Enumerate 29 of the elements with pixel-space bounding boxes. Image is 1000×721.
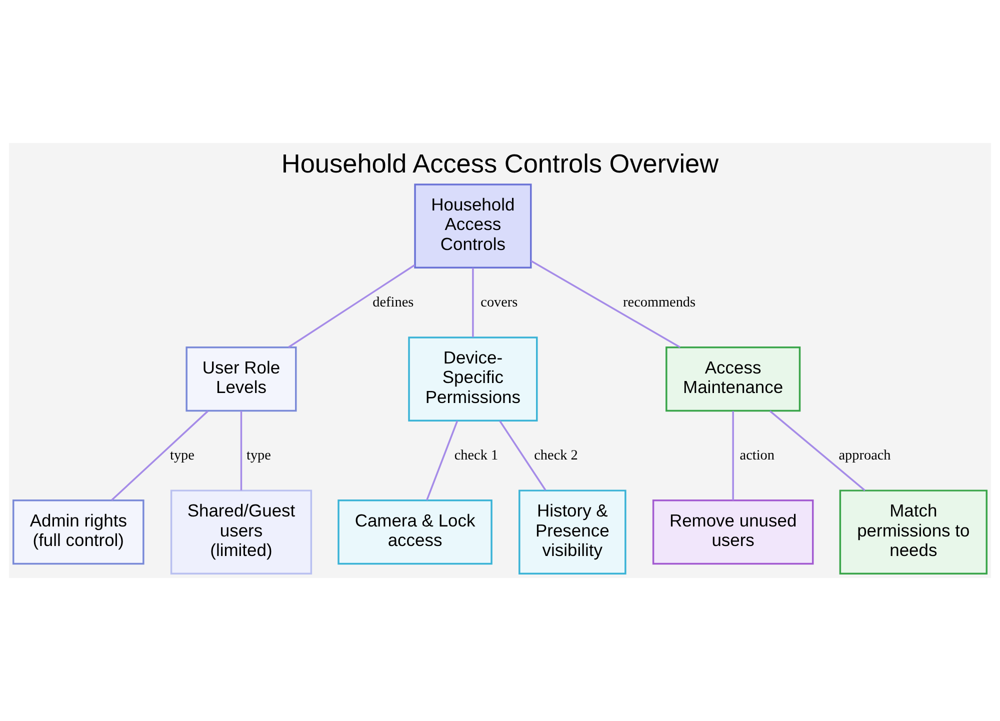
edge-label: check 2 xyxy=(534,447,578,464)
node-box: Access Maintenance xyxy=(666,346,801,412)
connector xyxy=(426,420,458,501)
edge-label: type xyxy=(170,447,194,464)
diagram-title: Household Access Controls Overview xyxy=(281,148,719,179)
node-box: Camera & Lock access xyxy=(338,500,492,565)
node-box: Match permissions to needs xyxy=(839,490,988,574)
connector xyxy=(769,410,866,492)
connector xyxy=(530,260,680,348)
edge-label: approach xyxy=(838,447,891,464)
node-box: Remove unused users xyxy=(652,500,814,565)
edge-label: recommends xyxy=(623,294,696,310)
node-box: Admin rights (full control) xyxy=(12,500,144,565)
node-box: Shared/Guest users (limited) xyxy=(170,490,312,574)
node-box: History & Presence visibility xyxy=(518,490,626,574)
edge-label: type xyxy=(246,447,271,464)
connector xyxy=(240,411,242,490)
edge-label: covers xyxy=(480,294,518,310)
connector xyxy=(288,264,416,348)
node-box: User Role Levels xyxy=(186,346,297,412)
edge-label: check 1 xyxy=(454,447,498,464)
edge-label: action xyxy=(740,447,774,464)
edge-label: defines xyxy=(372,294,414,310)
connector xyxy=(472,268,474,338)
connector xyxy=(732,411,734,500)
node-box: Device-Specific Permissions xyxy=(408,336,538,422)
connector xyxy=(499,420,546,491)
node-box: Household Access Controls xyxy=(414,184,532,268)
connector xyxy=(111,410,208,501)
